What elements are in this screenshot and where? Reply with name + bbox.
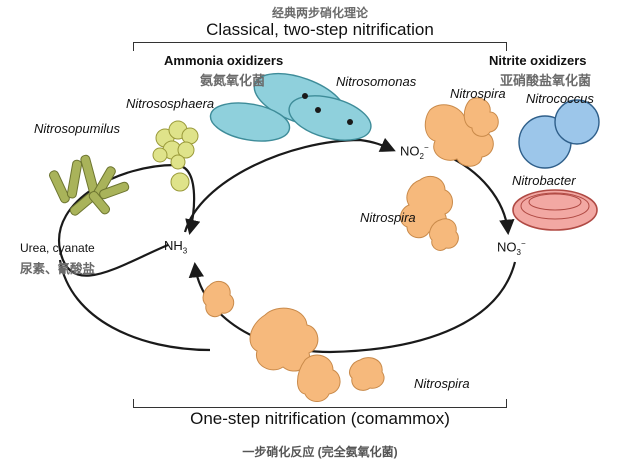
species-nitrosopumilus: Nitrosopumilus [34,121,120,136]
nh3-to-no2-arrow [183,137,396,233]
ammonia-oxidizers-label: Ammonia oxidizers [164,53,284,68]
top-bracket [133,42,507,51]
top-caption-cn: 经典两步硝化理论 [271,6,368,20]
comammox-title: One-step nitrification (comammox) [190,409,450,428]
urea-lower-loop [58,259,211,352]
nitrospira-top-cells [424,97,499,167]
nitrosomonas-cells [209,72,372,142]
species-nitrobacter: Nitrobacter [512,173,576,188]
compound-urea-cyanate: Urea, cyanate [20,241,95,255]
compound-urea-cyanate-cn: 尿素、氰酸盐 [20,262,96,276]
comammox-loop-arrow [188,261,517,354]
species-nitrococcus: Nitrococcus [526,91,594,106]
urea-to-nh3-arrow [57,163,201,277]
nitrite-oxidizers-label: Nitrite oxidizers [489,53,587,68]
classical-title: Classical, two-step nitrification [206,20,434,39]
nitrososphaera-cells [152,120,199,192]
ammonia-oxidizers-label-cn: 氨氮氧化菌 [200,73,266,88]
nitrosopumilus-cells [49,154,130,216]
nitrite-oxidizers-label-cn: 亚硝酸盐氧化菌 [500,73,592,88]
nitrospira-mid-cells [400,175,459,251]
species-nitrososphaera: Nitrososphaera [126,96,215,111]
nitrococcus-cells [518,99,600,169]
species-nitrospira-top: Nitrospira [450,86,506,101]
compound-no2: NO2− [400,143,429,161]
bottom-caption-cn: 一步硝化反应 (完全氨氧化菌) [242,445,398,459]
compound-nh3: NH3 [164,238,188,256]
nitrobacter-cells [512,189,598,231]
nitrospira-bottom-cells [202,280,385,402]
no2-to-no3-arrow [444,153,515,236]
species-nitrospira-mid: Nitrospira [360,210,416,225]
bottom-bracket [133,399,507,408]
species-nitrosomonas: Nitrosomonas [336,74,417,89]
compound-no3: NO3− [497,239,526,257]
species-nitrospira-bottom: Nitrospira [414,376,470,391]
